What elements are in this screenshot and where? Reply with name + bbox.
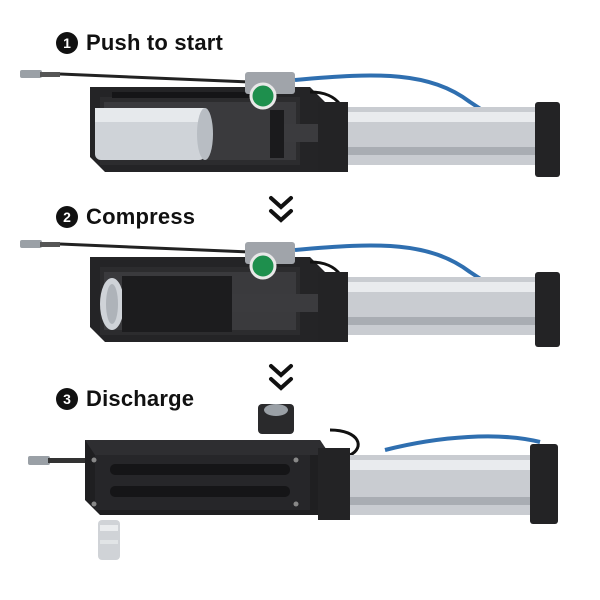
crusher-machine-step-1: [20, 70, 560, 177]
chevron-down-icon: [269, 364, 293, 391]
green-push-button-icon: [249, 252, 277, 280]
green-push-button-icon: [249, 82, 277, 110]
aluminum-can: [95, 108, 213, 160]
step-2-heading: 2 Compress: [56, 204, 195, 230]
step-2-number-badge: 2: [56, 206, 78, 228]
step-2-label: Compress: [86, 204, 196, 229]
crusher-machine-step-2: [20, 240, 560, 347]
discharged-can: [98, 520, 120, 560]
step-3-number-badge: 3: [56, 388, 78, 410]
crusher-machine-step-3: [28, 404, 558, 560]
step-3-heading: 3 Discharge: [56, 386, 194, 412]
crushed-can: [100, 278, 124, 330]
chevron-down-icon: [269, 196, 293, 223]
step-1-number-badge: 1: [56, 32, 78, 54]
step-3-label: Discharge: [86, 386, 195, 411]
step-1-label: Push to start: [86, 30, 224, 55]
step-1-heading: 1 Push to start: [56, 30, 223, 56]
